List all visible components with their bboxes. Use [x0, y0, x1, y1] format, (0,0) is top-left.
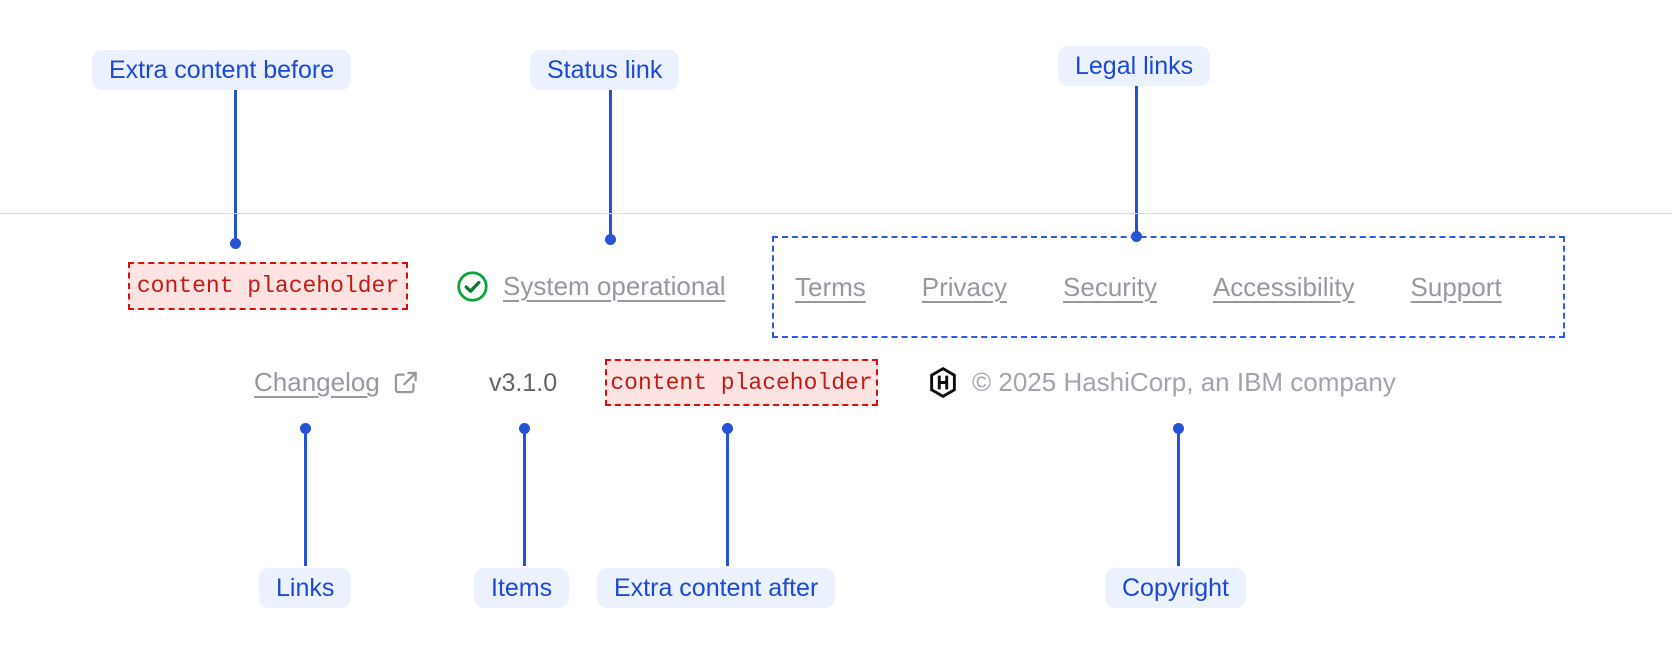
connector-dot	[299, 422, 311, 434]
external-link-icon	[392, 369, 419, 396]
changelog-link-label[interactable]: Changelog	[254, 366, 380, 397]
footer-top-divider	[0, 213, 1672, 214]
annotation-label-links: Links	[259, 568, 352, 608]
annotation-label-extra-content-after: Extra content after	[597, 568, 836, 608]
extra-content-before-placeholder: content placeholder	[128, 262, 408, 310]
connector-dot	[604, 233, 616, 245]
version-item: v3.1.0	[489, 369, 558, 397]
connector-line	[522, 428, 526, 566]
status-link[interactable]: System operational	[456, 262, 726, 310]
copyright-item: © 2025 HashiCorp, an IBM company	[929, 364, 1396, 400]
connector-dot	[721, 422, 733, 434]
copyright-text: © 2025 HashiCorp, an IBM company	[972, 366, 1396, 397]
connector-dot	[229, 237, 241, 249]
placeholder-text: content placeholder	[610, 369, 873, 396]
connector-line	[608, 90, 612, 239]
legal-links-region: Terms Privacy Security Accessibility Sup…	[772, 236, 1565, 338]
connector-line	[303, 428, 307, 566]
status-link-label[interactable]: System operational	[503, 270, 726, 301]
annotation-label-extra-content-before: Extra content before	[92, 50, 352, 90]
extra-content-after-placeholder: content placeholder	[605, 359, 878, 406]
connector-line	[1176, 428, 1180, 566]
legal-link-privacy[interactable]: Privacy	[921, 271, 1008, 302]
legal-link-security[interactable]: Security	[1063, 271, 1157, 302]
check-circle-icon	[456, 270, 489, 303]
connector-dot	[518, 422, 530, 434]
connector-line	[725, 428, 729, 566]
annotation-label-copyright: Copyright	[1105, 568, 1246, 608]
connector-dot	[1172, 422, 1184, 434]
legal-link-terms[interactable]: Terms	[795, 271, 866, 302]
annotation-label-status-link: Status link	[530, 50, 680, 90]
changelog-link[interactable]: Changelog	[254, 364, 419, 400]
placeholder-text: content placeholder	[136, 273, 400, 299]
annotation-label-legal-links: Legal links	[1058, 46, 1211, 86]
connector-line	[233, 90, 237, 243]
legal-link-support[interactable]: Support	[1410, 271, 1502, 302]
connector-line	[1134, 86, 1138, 236]
annotation-label-items: Items	[474, 568, 570, 608]
hashicorp-logo-icon	[929, 366, 957, 398]
legal-link-accessibility[interactable]: Accessibility	[1212, 271, 1355, 302]
